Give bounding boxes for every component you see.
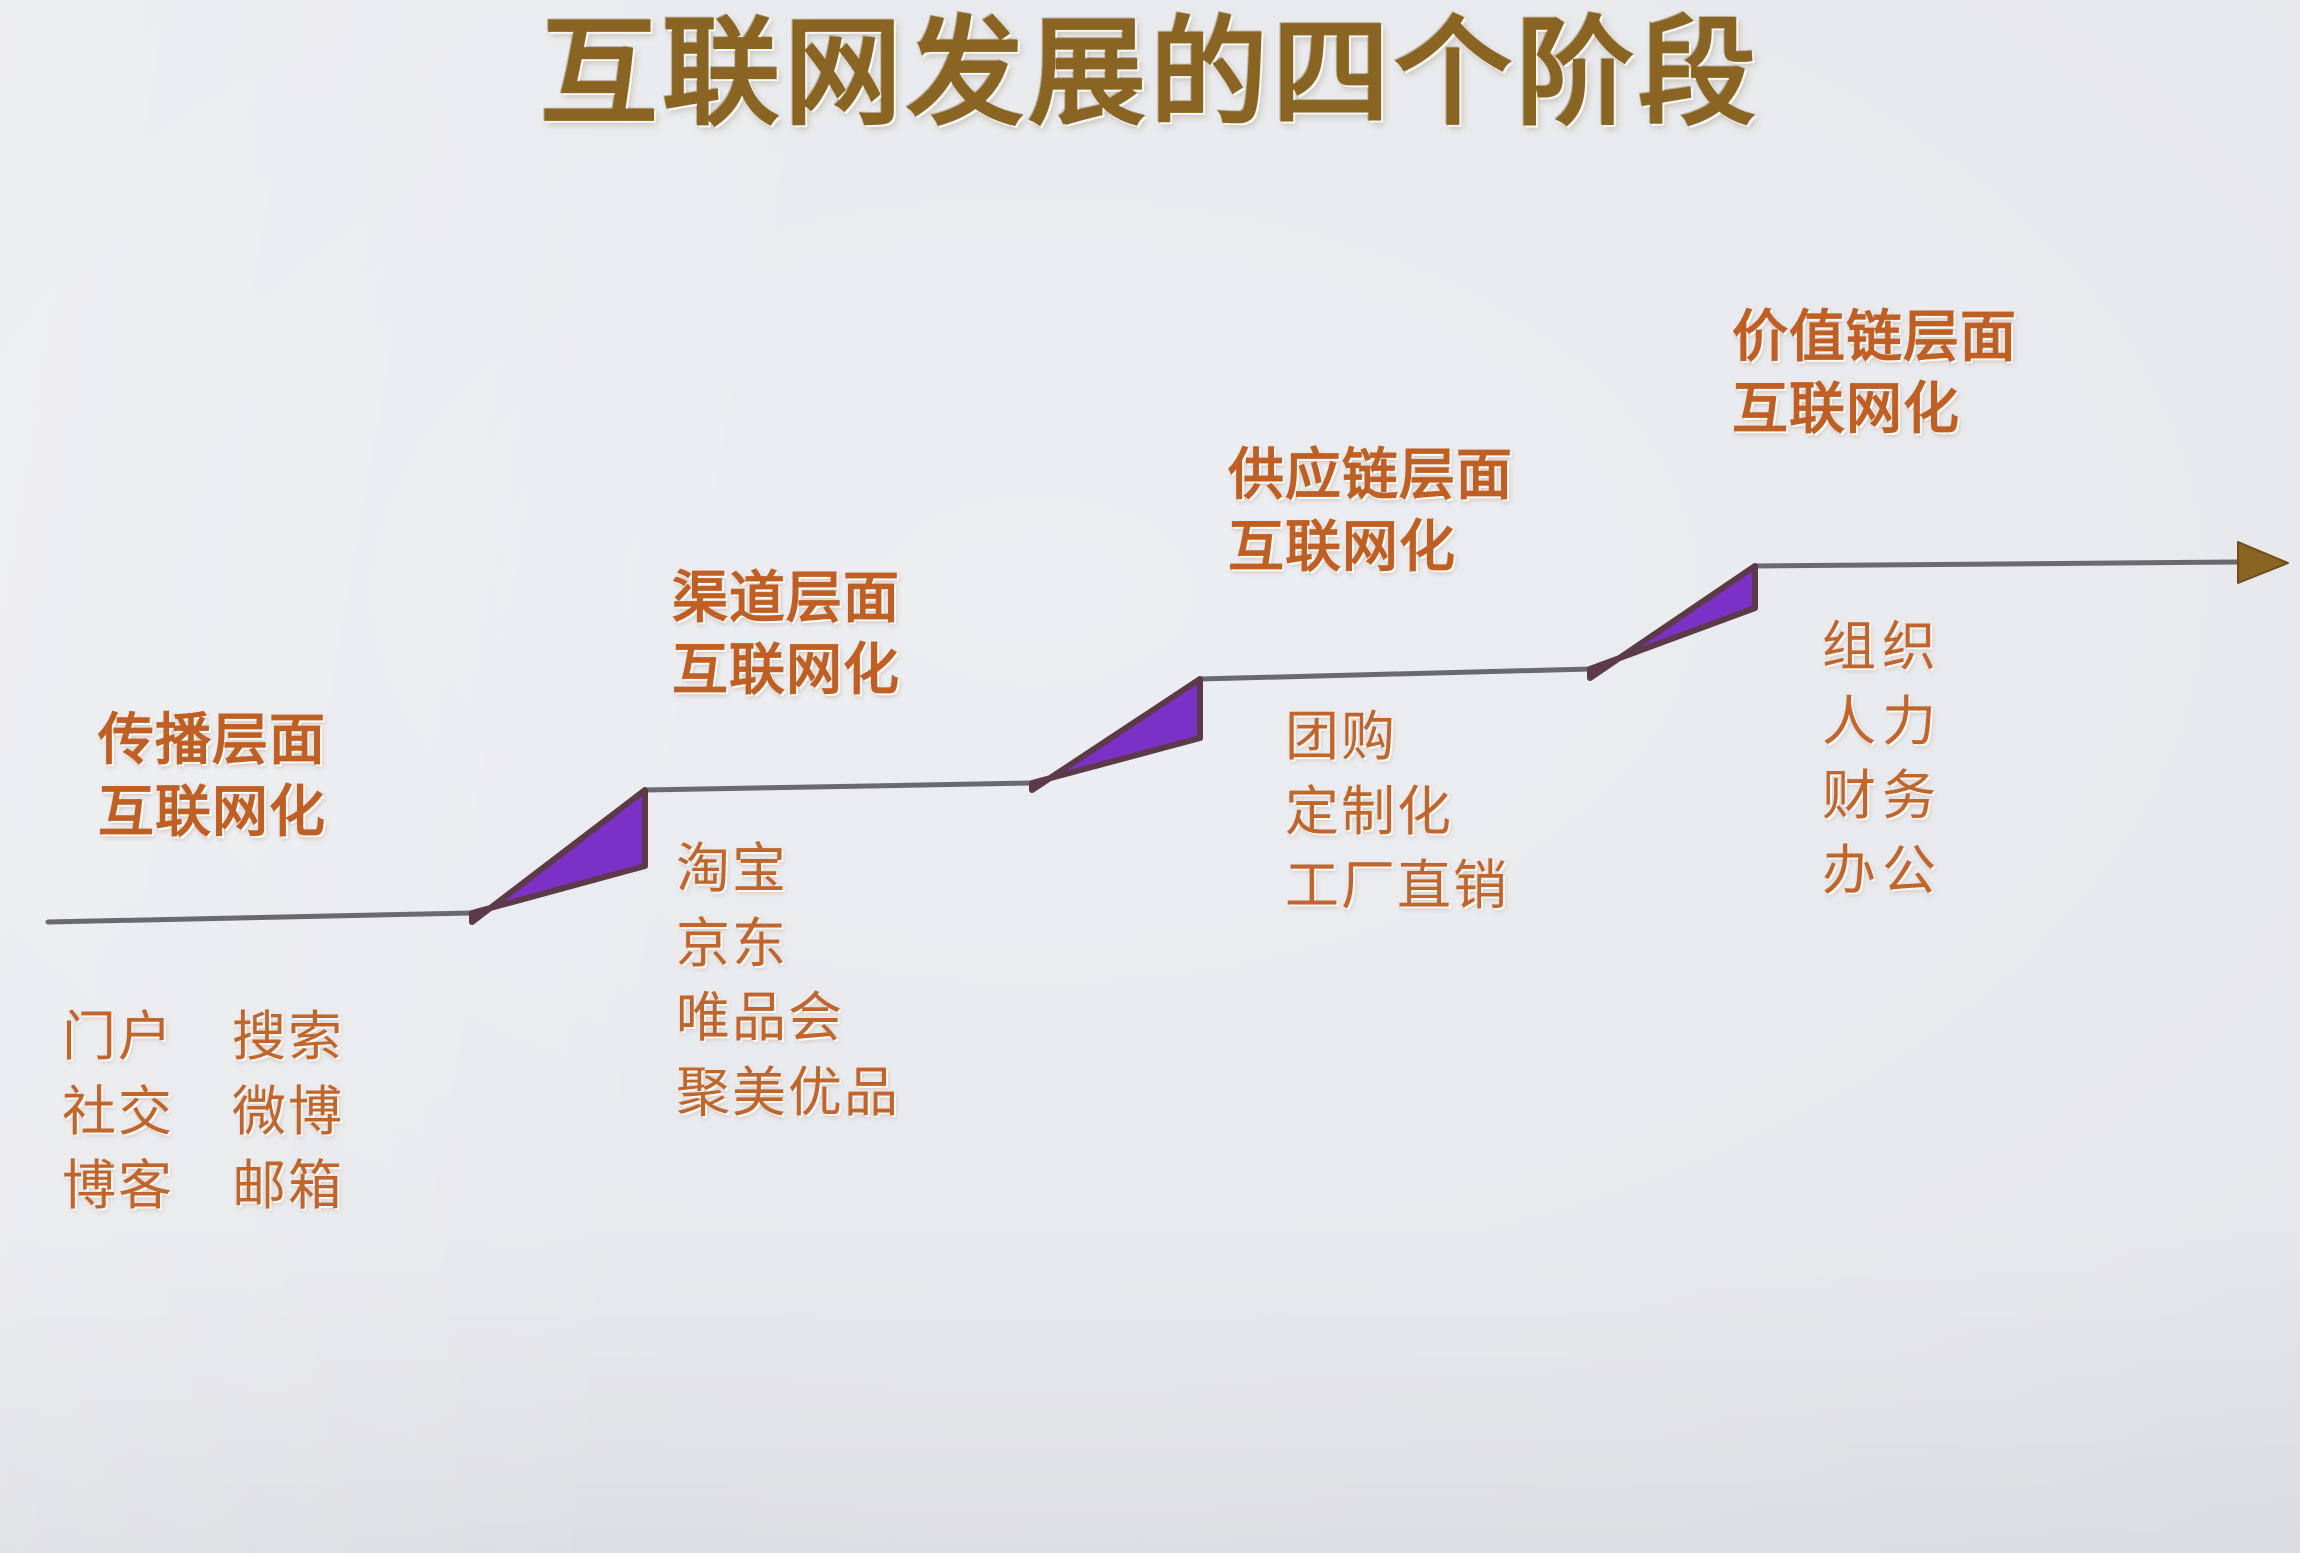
stage-2-item-list: 淘宝 京东 唯品会 聚美优品 bbox=[676, 832, 900, 1130]
page-title: 互联网发展的四个阶段 bbox=[539, 4, 1760, 142]
list-item: 组织 bbox=[1822, 615, 1942, 678]
stage-4-item-list: 组织 人力 财务 办公 bbox=[1822, 610, 1942, 908]
list-item: 工厂直销 bbox=[1285, 854, 1509, 918]
list-item: 定制化 bbox=[1285, 779, 1453, 843]
list-item: 京东 bbox=[676, 911, 788, 975]
stage-2-label-line1: 渠道层面 bbox=[672, 566, 900, 631]
stage-4-label-line2: 互联网化 bbox=[1732, 376, 1960, 442]
stage-1-item-2a: 社交 bbox=[62, 1079, 174, 1143]
stage-3-label-line2: 互联网化 bbox=[1228, 514, 1456, 580]
list-item: 人力 bbox=[1822, 689, 1942, 753]
riser-stage-3 bbox=[1587, 563, 1758, 681]
stage-1-item-list: 门户搜索 社交微博 博客邮箱 bbox=[62, 1000, 344, 1224]
list-item: 淘宝 bbox=[676, 837, 788, 900]
list-item: 团购 bbox=[1285, 705, 1397, 768]
list-item: 门户搜索 bbox=[62, 1000, 344, 1075]
stage-4-label: 价值链层面 互联网化 bbox=[1732, 302, 2017, 445]
list-item: 唯品会 bbox=[676, 986, 844, 1050]
stage-3-label: 供应链层面 互联网化 bbox=[1228, 440, 1513, 583]
stage-1-label-line2: 互联网化 bbox=[98, 779, 326, 845]
arrow-head-icon bbox=[2237, 541, 2289, 584]
riser-stage-1 bbox=[469, 787, 648, 925]
stage-1-label-line1: 传播层面 bbox=[98, 708, 326, 773]
staircase-baseline bbox=[45, 559, 2241, 925]
list-item: 财务 bbox=[1822, 764, 1942, 828]
list-item: 社交微博 bbox=[62, 1075, 344, 1150]
stage-1-item-1b: 搜索 bbox=[232, 1005, 344, 1068]
stage-4-label-line1: 价值链层面 bbox=[1732, 305, 2017, 370]
stage-3-label-line1: 供应链层面 bbox=[1228, 443, 1513, 508]
list-item: 博客邮箱 bbox=[62, 1149, 344, 1224]
stage-1-item-2b: 微博 bbox=[232, 1079, 344, 1143]
list-item: 办公 bbox=[1822, 838, 1942, 902]
stage-1-item-3a: 博客 bbox=[62, 1154, 174, 1218]
stage-1-item-3b: 邮箱 bbox=[232, 1154, 344, 1218]
stage-2-label: 渠道层面 互联网化 bbox=[672, 563, 900, 706]
stage-2-label-line2: 互联网化 bbox=[672, 637, 900, 703]
riser-stage-2 bbox=[1029, 676, 1203, 793]
stage-3-item-list: 团购 定制化 工厂直销 bbox=[1285, 700, 1509, 924]
stage-1-item-1a: 门户 bbox=[62, 1005, 174, 1068]
stage-1-label: 传播层面 互联网化 bbox=[98, 705, 326, 848]
list-item: 聚美优品 bbox=[676, 1060, 900, 1124]
